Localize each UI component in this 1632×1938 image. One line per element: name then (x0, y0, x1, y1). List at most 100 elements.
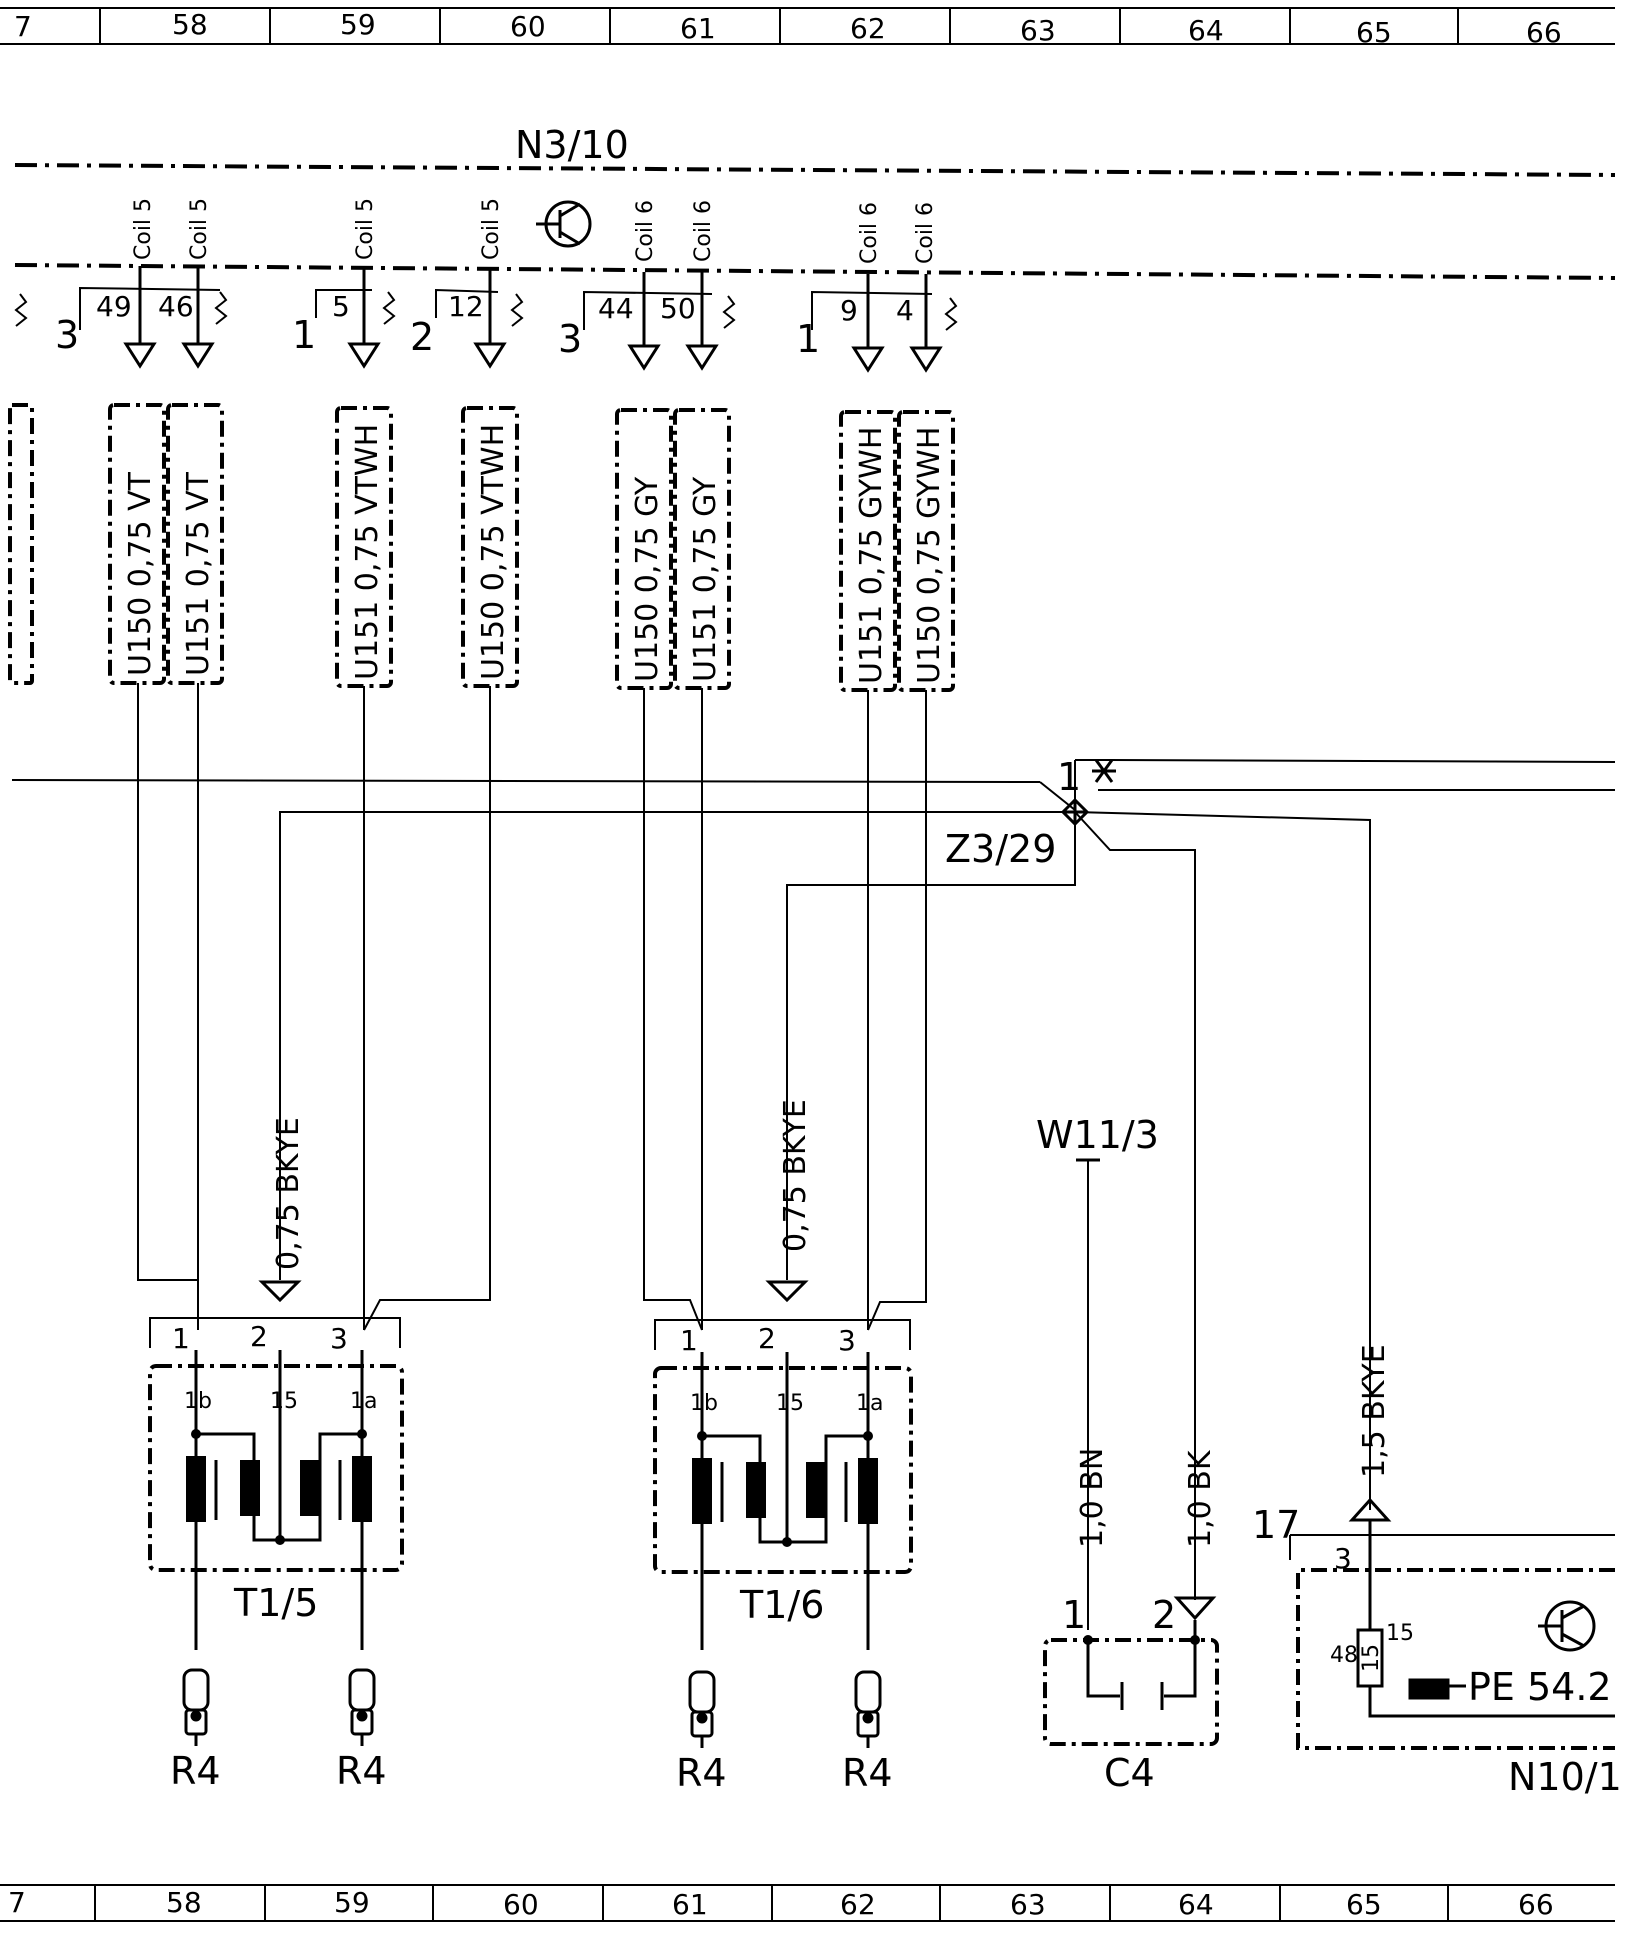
t16-term-15: 15 (776, 1391, 804, 1416)
module-n3-10-border (14, 163, 1616, 280)
ground-point: W11/3 (1036, 1113, 1159, 1162)
harness-boxes (8, 403, 955, 692)
wire-spec-4: U150 0,75 VTWH (476, 424, 511, 680)
spark-plug-labels: R4 R4 R4 R4 (170, 1749, 893, 1795)
spark-plug-icon-3 (688, 1670, 716, 1748)
t16-term-1b: 1b (690, 1391, 718, 1416)
pin-50: 50 (660, 292, 696, 325)
top-grid-bar (0, 7, 1615, 45)
plug-label-1: R4 (170, 1749, 221, 1793)
t15-term-1b: 1b (184, 1389, 212, 1414)
c4-pin-2: 2 (1152, 1593, 1176, 1637)
wire-spec-1: U150 0,75 VT (123, 471, 158, 676)
group-3b: 3 (558, 317, 582, 361)
grid-bottom-1: 58 (166, 1886, 202, 1919)
n10-transistor-icon (1538, 1600, 1596, 1652)
grid-top-9: 66 (1526, 16, 1562, 49)
module-pin-brackets (79, 286, 933, 330)
reference-hand-icon (1408, 1678, 1466, 1700)
coil-labels: Coil 5 Coil 5 Coil 5 Coil 5 Coil 6 Coil … (131, 198, 938, 264)
plug-label-2: R4 (336, 1749, 387, 1793)
coil-label-50: Coil 6 (691, 200, 716, 262)
n10-pin: 3 (1334, 1542, 1352, 1575)
grid-top-6: 63 (1020, 14, 1056, 47)
t15-label: T1/5 (233, 1581, 318, 1625)
pin-9: 9 (840, 294, 858, 327)
grid-top-4: 61 (680, 12, 716, 45)
c4-bk-spec: 1,0 BK (1183, 1449, 1218, 1548)
spark-plug-icon-2 (348, 1668, 376, 1746)
t16-term-1a: 1a (856, 1391, 883, 1416)
group-1a: 1 (292, 313, 316, 357)
ground-spec-a: 0,75 BKYE (271, 1117, 306, 1270)
wire-spec-6: U151 0,75 GY (688, 476, 723, 682)
pin-5: 5 (332, 290, 350, 323)
bottom-grid-labels: 7 58 59 60 61 62 63 64 65 66 (8, 1886, 1554, 1921)
grid-bottom-0: 7 (8, 1886, 26, 1919)
grid-bottom-7: 64 (1178, 1888, 1214, 1921)
grid-top-8: 65 (1356, 16, 1392, 49)
n10-fuse-label: 15 (1359, 1644, 1384, 1672)
plug-label-4: R4 (842, 1751, 893, 1795)
pin-46: 46 (158, 290, 194, 323)
ground-spec-b: 0,75 BKYE (778, 1099, 813, 1252)
grid-bottom-5: 62 (840, 1888, 876, 1921)
wire-spec-2: U151 0,75 VT (181, 471, 216, 676)
capacitor-c4: 1 2 C4 (1043, 1593, 1219, 1795)
group-3a: 3 (55, 313, 79, 357)
wire-spec-7: U151 0,75 GYWH (854, 427, 889, 684)
t15-term-15: 15 (270, 1389, 298, 1414)
module-label: N3/10 (515, 123, 629, 167)
grid-bottom-6: 63 (1010, 1888, 1046, 1921)
module-n10-1: 17 3 48 15 15 PE 54.2 N10/1 (1252, 1503, 1622, 1799)
n10-label: N10/1 (1508, 1755, 1622, 1799)
transistor-icon (536, 200, 592, 248)
module-pins: 49 46 5 12 44 50 9 4 3 1 2 3 1 (55, 290, 914, 361)
grid-top-0: 7 (14, 10, 32, 43)
coil-label-4: Coil 6 (913, 202, 938, 264)
grid-top-5: 62 (850, 12, 886, 45)
coil-t1-6: 1 2 3 1b 15 1a T1/6 (653, 1319, 913, 1650)
coil-label-9: Coil 6 (857, 202, 882, 264)
t15-pin-2: 2 (250, 1320, 268, 1353)
n10-ref: PE 54.2 (1468, 1665, 1612, 1709)
pin-12: 12 (448, 290, 484, 323)
c4-pin-1: 1 (1062, 1593, 1086, 1637)
top-grid-labels: 7 58 59 60 61 62 63 64 65 66 (14, 8, 1562, 49)
splice-pin: 1 (1057, 755, 1081, 799)
c4-label: C4 (1104, 1751, 1155, 1795)
t16-pin-1: 1 (680, 1324, 698, 1357)
coil-label-46: Coil 5 (187, 198, 212, 260)
harness-labels: U150 0,75 VT U151 0,75 VT U151 0,75 VTWH… (123, 424, 947, 684)
wire-spec-3: U151 0,75 VTWH (350, 424, 385, 680)
t16-pin-3: 3 (838, 1324, 856, 1357)
splice-label: Z3/29 (945, 827, 1056, 871)
n10-wire-no: 17 (1252, 1503, 1300, 1547)
shield-squiggles (14, 291, 958, 331)
coil-label-12: Coil 5 (479, 198, 504, 260)
coil-label-44: Coil 6 (633, 200, 658, 262)
grid-bottom-9: 66 (1518, 1888, 1554, 1921)
group-1b: 1 (796, 317, 820, 361)
spark-plug-icon-1 (182, 1668, 210, 1746)
ground-label: W11/3 (1036, 1113, 1159, 1157)
spark-plug-icon-4 (854, 1670, 882, 1748)
grid-bottom-3: 60 (503, 1888, 539, 1921)
pin-4: 4 (896, 294, 914, 327)
coil-label-49: Coil 5 (131, 198, 156, 260)
wire-spec-5: U150 0,75 GY (630, 476, 665, 682)
coil-t1-5: 1 2 3 1b 15 1a T1/5 (148, 1317, 404, 1650)
grid-top-3: 60 (510, 10, 546, 43)
grid-bottom-2: 59 (334, 1886, 370, 1919)
t15-pin-3: 3 (330, 1322, 348, 1355)
c4-bn-spec: 1,0 BN (1075, 1448, 1110, 1548)
t15-term-1a: 1a (350, 1389, 377, 1414)
spark-plugs (182, 1668, 882, 1748)
t15-pin-1: 1 (172, 1322, 190, 1355)
splice-icon (1060, 759, 1116, 827)
plug-label-3: R4 (676, 1751, 727, 1795)
grid-bottom-4: 61 (672, 1888, 708, 1921)
group-2: 2 (410, 315, 434, 359)
n10-fuse-right: 15 (1386, 1621, 1414, 1646)
